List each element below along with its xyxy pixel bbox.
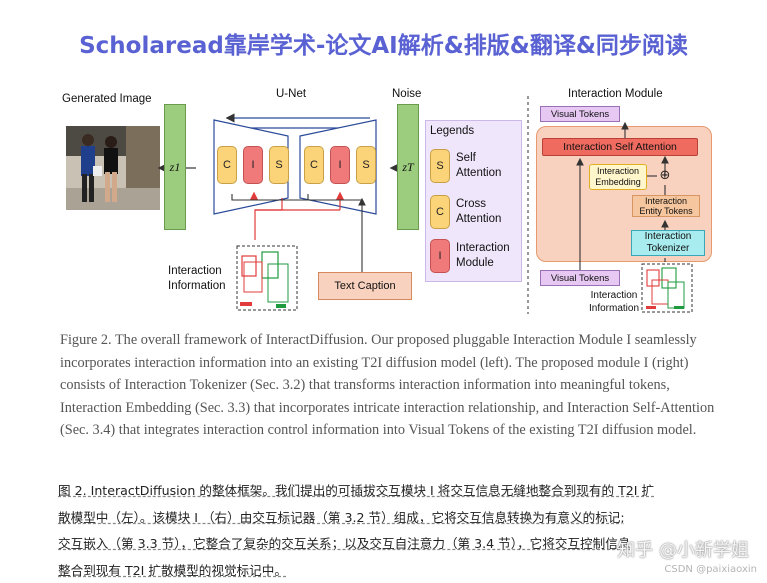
legend-interaction-module-label: Interaction Module	[456, 242, 510, 269]
visual-tokens-top: Visual Tokens	[540, 106, 620, 122]
zT-label: zT	[402, 159, 414, 174]
zT-latent-bar: zT	[397, 104, 419, 230]
cn-line-4: 整合到现有 T2I 扩散模型的视觉标记中。	[58, 562, 287, 578]
text-caption-box: Text Caption	[318, 272, 412, 300]
noise-label: Noise	[392, 88, 422, 100]
plus-icon: ⊕	[659, 168, 671, 183]
legend-self-attention-swatch: S	[430, 149, 450, 183]
legends-title: Legends	[430, 125, 475, 137]
module-interaction-information-label: Interaction Information	[588, 290, 640, 314]
interaction-tokenizer-box: Interaction Tokenizer	[631, 230, 705, 256]
csdn-watermark: CSDN @paixiaoxin	[664, 564, 757, 575]
figure-caption-en: Figure 2. The overall framework of Inter…	[60, 332, 715, 438]
block-cross-attention-1: C	[217, 146, 237, 184]
interaction-entity-tokens-box: Interaction Entity Tokens	[632, 195, 700, 217]
generated-image-label: Generated Image	[62, 93, 152, 105]
banner-title: Scholaread靠岸学术-论文AI解析&排版&翻译&同步阅读	[79, 33, 688, 59]
block-self-attention-2: S	[356, 146, 376, 184]
interaction-embedding-box: Interaction Embedding	[589, 164, 647, 190]
block-interaction-1: I	[243, 146, 263, 184]
cn-line-1: 图 2. InteractDiffusion 的整体框架。我们提出的可插拔交互模…	[58, 483, 655, 498]
legend-cross-attention-swatch: C	[430, 195, 450, 229]
module-arrows	[576, 121, 693, 313]
z1-latent-bar: z1	[164, 104, 186, 230]
legend-cross-attention-label: Cross Attention	[456, 198, 502, 225]
unet-label: U-Net	[276, 88, 307, 100]
interaction-information-label: Interaction Information	[168, 265, 226, 292]
block-cross-attention-2: C	[304, 146, 324, 184]
legend-interaction-module-swatch: I	[430, 239, 450, 273]
interaction-module-title: Interaction Module	[568, 88, 663, 100]
zhihu-watermark: 知乎 @小新学姐	[617, 540, 749, 561]
legends-box: Legends S Self Attention C Cross Attenti…	[425, 120, 522, 282]
visual-tokens-bottom: Visual Tokens	[540, 270, 620, 286]
block-self-attention-1: S	[269, 146, 289, 184]
cn-line-2: 散模型中（左）。该模块 I （右）由交互标记器（第 3.2 节）组成，它将交互信…	[58, 509, 625, 525]
interaction-self-attention-box: Interaction Self Attention	[542, 138, 698, 156]
legend-self-attention-label: Self Attention	[456, 152, 502, 179]
cn-line-3: 交互嵌入（第 3.3 节），它整合了复杂的交互关系；以及交互自注意力（第 3.4…	[58, 536, 631, 551]
block-interaction-2: I	[330, 146, 350, 184]
z1-label: z1	[169, 159, 181, 174]
generated-photo	[66, 126, 160, 210]
figure-caption-cn: 图 2. InteractDiffusion 的整体框架。我们提出的可插拔交互模…	[58, 478, 738, 583]
